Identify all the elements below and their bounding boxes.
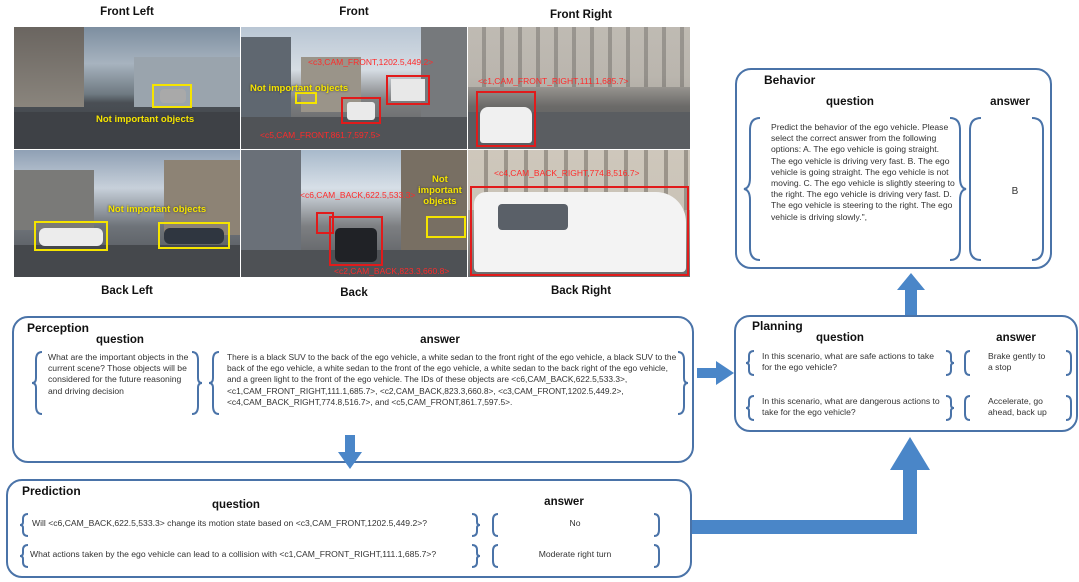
planning-a1-left-paren (964, 350, 971, 376)
label-c1: <c1,CAM_FRONT_RIGHT,111.1,685.7> (478, 76, 629, 86)
planning-a2-left-paren (964, 395, 971, 421)
perception-question-header: question (96, 334, 144, 346)
planning-q1-right-brace (945, 350, 955, 376)
box-not-important-back (426, 216, 466, 238)
perception-question-right-brace (191, 351, 203, 415)
label-c6: <c6,CAM_BACK,622.5,533.3> (300, 190, 416, 200)
planning-q1-left-brace (745, 350, 755, 376)
prediction-panel (6, 479, 692, 578)
prediction-q1-right-brace (471, 513, 481, 537)
perception-answer-left-brace (208, 351, 220, 415)
behavior-panel (735, 68, 1052, 269)
label-c2: <c2,CAM_BACK,823.3,660.8> (334, 266, 450, 276)
camera-title-front: Front (339, 6, 369, 18)
arrow-planning-to-behavior (897, 273, 925, 315)
planning-title: Planning (752, 319, 803, 333)
prediction-q2-right-brace (471, 544, 481, 568)
camera-title-back-right: Back Right (550, 285, 612, 297)
prediction-question-header: question (212, 499, 260, 511)
label-c5: <c5,CAM_FRONT,861.7,597.5> (260, 130, 381, 140)
perception-answer-header: answer (420, 334, 460, 346)
label-not-important-back-left: Not important objects (108, 204, 207, 215)
planning-a2-right-paren (1065, 395, 1072, 421)
camera-title-back: Back (340, 287, 368, 299)
planning-q1-text: In this scenario, what are safe actions … (762, 351, 934, 373)
camera-image-front-left (14, 27, 240, 149)
perception-answer-right-brace (677, 351, 689, 415)
prediction-title: Prediction (22, 484, 81, 498)
camera-image-front (241, 27, 467, 149)
behavior-title: Behavior (764, 73, 816, 87)
planning-a1-right-paren (1065, 350, 1072, 376)
prediction-q1-left-brace (19, 513, 29, 537)
behavior-answer-left-paren (969, 117, 982, 261)
prediction-a1-left-paren (492, 513, 499, 537)
behavior-question-left-brace (743, 117, 761, 261)
prediction-q1-text: Will <c6,CAM_BACK,622.5,533.3> change it… (32, 518, 428, 528)
behavior-question-text: Predict the behavior of the ego vehicle.… (771, 122, 955, 222)
arrow-perception-to-planning (697, 361, 734, 385)
behavior-question-header: question (826, 96, 874, 108)
label-c4: <c4,CAM_BACK_RIGHT,774.8,516.7> (494, 168, 640, 178)
planning-answer-header: answer (996, 332, 1036, 344)
perception-title: Perception (27, 321, 90, 335)
label-c3: <c3,CAM_FRONT,1202.5,449.2> (308, 57, 434, 67)
planning-panel (734, 315, 1078, 432)
arrow-prediction-to-planning (692, 437, 930, 534)
arrow-perception-to-prediction (338, 435, 362, 469)
planning-q2-left-brace (745, 395, 755, 421)
prediction-a1-text: No (569, 518, 581, 528)
camera-image-back-left (14, 150, 240, 277)
camera-image-back (241, 150, 467, 277)
planning-a1-text: Brake gently to a stop (988, 351, 1046, 373)
planning-question-header: question (816, 332, 864, 344)
label-not-important-front-left: Not important objects (96, 114, 195, 125)
behavior-answer-header: answer (990, 96, 1030, 108)
prediction-a2-left-paren (492, 544, 499, 568)
prediction-q2-text: What actions taken by the ego vehicle ca… (30, 549, 437, 559)
camera-image-front-right (468, 27, 690, 149)
camera-title-front-left: Front Left (100, 6, 154, 18)
prediction-answer-header: answer (544, 496, 584, 508)
prediction-a2-right-paren (653, 544, 660, 568)
camera-title-back-left: Back Left (101, 285, 153, 297)
planning-q2-text: In this scenario, what are dangerous act… (762, 396, 940, 418)
perception-question-left-brace (31, 351, 43, 415)
camera-title-front-right: Front Right (550, 9, 612, 21)
behavior-answer-text: B (1011, 186, 1019, 197)
prediction-a1-right-paren (653, 513, 660, 537)
label-not-important-back: Not important objects (418, 174, 462, 207)
perception-answer-text: There is a black SUV to the back of the … (227, 352, 677, 407)
behavior-answer-right-paren (1031, 117, 1044, 261)
prediction-q2-left-brace (19, 544, 29, 568)
label-not-important-front: Not important objects (250, 83, 349, 94)
planning-q2-right-brace (945, 395, 955, 421)
camera-image-back-right (468, 150, 690, 277)
perception-question-text: What are the important objects in the cu… (48, 352, 189, 396)
planning-a2-text: Accelerate, go ahead, back up (988, 396, 1047, 418)
behavior-question-right-brace (949, 117, 967, 261)
prediction-a2-text: Moderate right turn (538, 549, 612, 559)
